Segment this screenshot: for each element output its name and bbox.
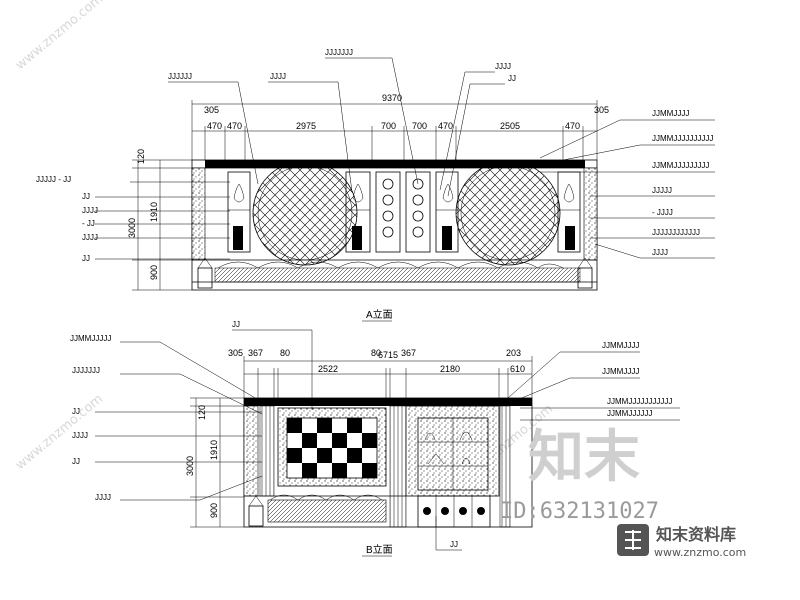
upper-dim-0: 305 [204, 105, 219, 115]
watermark-brand-icon [617, 524, 649, 556]
lower-vdim-2: 900 [209, 503, 219, 518]
lower-vdim-3: 3000 [185, 456, 195, 476]
lower-vdim-0: 120 [197, 405, 207, 420]
lower-dim-5: 367 [401, 348, 416, 358]
upper-left-label-0: JJJJJ - JJ [36, 175, 71, 184]
lower-right-label-0: JJMMJJJJ [602, 341, 639, 350]
lower-left-label-3: JJJJ [72, 431, 88, 440]
lower-right-label-2: JJMMJJJJJJJJJJJ [607, 397, 672, 406]
lower-elevation-title: B立面 [366, 543, 393, 556]
upper-dim-7: 2505 [500, 121, 520, 131]
upper-left-label-3: - JJ [82, 219, 95, 228]
lower-dim-6: 2180 [440, 364, 460, 374]
upper-right-label-6: JJJJ [652, 248, 668, 257]
lower-bottom-label: JJ [450, 540, 458, 549]
upper-top-label-0: JJJJJJ [168, 72, 192, 81]
upper-right-label-0: JJMMJJJJ [652, 109, 689, 118]
upper-right-label-4: - JJJJ [652, 208, 673, 217]
lower-elevation: 6715 305 367 80 2522 80 367 2180 203 610 [70, 320, 680, 557]
upper-right-label-1: JJMMJJJJJJJJJJ [652, 134, 713, 143]
lower-dim-3: 2522 [318, 364, 338, 374]
upper-dim-9: 305 [594, 105, 609, 115]
lower-overall-dim: 6715 [378, 350, 398, 360]
upper-top-label-2: JJJJJJJ [325, 48, 353, 57]
upper-elevation-title: A立面 [366, 308, 393, 321]
upper-dim-3: 2975 [296, 121, 316, 131]
lower-left-label-2: JJ [72, 407, 80, 416]
upper-vdim-2: 900 [149, 265, 159, 280]
upper-vdim-3: 3000 [127, 218, 137, 238]
lower-left-label-4: JJ [72, 457, 80, 466]
lower-left-label-1: JJJJJJJ [72, 366, 100, 375]
watermark-url: www.znzmo.com [654, 546, 746, 559]
upper-left-label-1: JJ [82, 192, 90, 201]
lower-right-label-3: JJMMJJJJJJ [607, 409, 652, 418]
upper-left-label-2: JJJJ [82, 206, 98, 215]
upper-dim-1: 470 [207, 121, 222, 131]
upper-dim-6: 470 [438, 121, 453, 131]
upper-right-label-2: JJMMJJJJJJJJJ [652, 161, 709, 170]
lower-right-label-1: JJMMJJJJ [602, 367, 639, 376]
lower-vdim-1: 1910 [209, 440, 219, 460]
watermark-diagonal-top: www.znzmo.com [13, 0, 106, 73]
upper-top-label-3: JJJJ [495, 62, 511, 71]
upper-elevation: 9370 305 470 470 2975 700 700 470 2505 4… [36, 48, 715, 322]
lower-dim-2: 80 [280, 348, 290, 358]
upper-vdim-0: 120 [136, 149, 146, 164]
upper-vdim-1: 1910 [149, 202, 159, 222]
upper-top-label-1: JJJJ [270, 72, 286, 81]
lower-left-label-0: JJMMJJJJJ [70, 334, 111, 343]
lower-dim-7: 203 [506, 348, 521, 358]
upper-dim-5: 700 [412, 121, 427, 131]
lower-dim-4: 80 [371, 348, 381, 358]
lower-left-label-5: JJJJ [95, 493, 111, 502]
upper-dim-4: 700 [381, 121, 396, 131]
watermark-diagonal-left: www.znzmo.com [13, 391, 106, 473]
upper-top-label-4: JJ [508, 74, 516, 83]
lower-top-label: JJ [232, 320, 240, 329]
upper-left-label-4: JJJJ [82, 233, 98, 242]
lower-dim-8: 610 [510, 364, 525, 374]
lower-dim-1: 367 [248, 348, 263, 358]
upper-dim-2: 470 [227, 121, 242, 131]
upper-right-label-5: JJJJJJJJJJJJ [652, 228, 700, 237]
watermark-logo-text: 知末 [528, 425, 640, 490]
upper-dim-8: 470 [565, 121, 580, 131]
upper-left-label-5: JJ [82, 254, 90, 263]
lower-dim-0: 305 [228, 348, 243, 358]
upper-right-label-3: JJJJJ [652, 186, 672, 195]
upper-overall-dim: 9370 [382, 93, 402, 103]
watermark-id: ID:632131027 [500, 499, 659, 524]
watermark-brand: 知末资料库 [656, 525, 736, 544]
